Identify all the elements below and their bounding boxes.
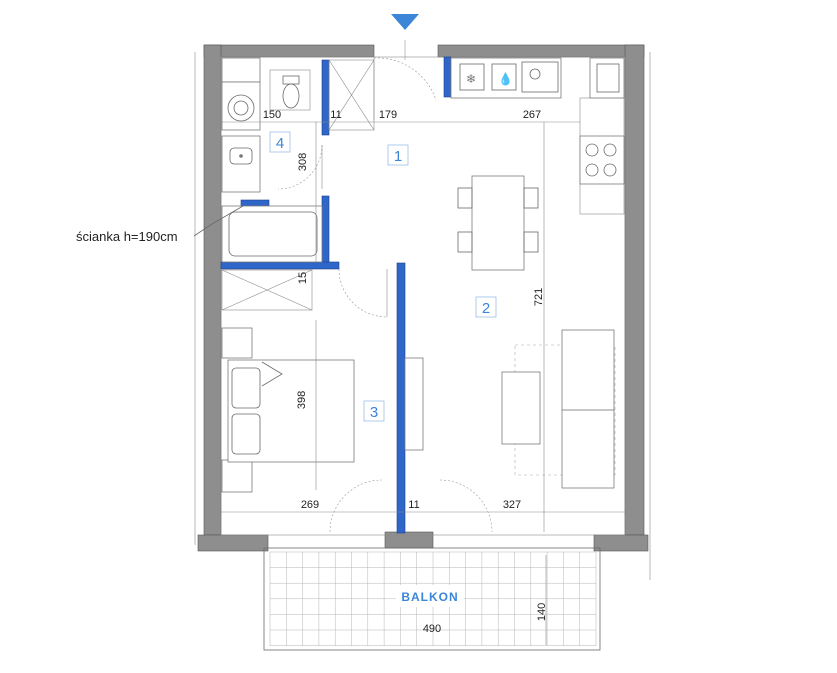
partition-kitchen	[443, 56, 452, 98]
entrance-door-swing	[373, 57, 437, 101]
dim-wall-b: 15	[297, 272, 309, 284]
dim-balcony-depth: 140	[536, 603, 548, 621]
chair-icon	[457, 187, 473, 209]
balcony-door-right-swing	[439, 479, 493, 533]
chair-icon	[457, 231, 473, 253]
dim-bedroom-width: 269	[301, 499, 319, 511]
burner-icon	[585, 143, 599, 157]
wall-bottom-left	[197, 534, 269, 552]
sofa	[561, 329, 615, 489]
dining-table	[471, 175, 525, 271]
dim-bath-width: 150	[263, 109, 281, 121]
inner-outline	[220, 56, 626, 536]
dim-living-height: 721	[533, 288, 545, 306]
closet-box	[221, 269, 313, 311]
room-number-1: 1	[394, 148, 402, 165]
sink-icon	[229, 147, 253, 165]
dimension-lines	[221, 121, 625, 645]
dining-set	[457, 175, 539, 271]
burner-icon	[585, 163, 599, 177]
dishwasher-icon	[491, 63, 517, 91]
pillow-icon	[231, 413, 261, 455]
chair-icon	[523, 231, 539, 253]
entrance-arrow-icon	[391, 14, 419, 30]
bed	[227, 359, 355, 463]
dim-wall-a: 11	[330, 109, 341, 121]
dim-balcony-width: 490	[423, 623, 441, 635]
partition-bath-bottom	[220, 261, 340, 270]
dim-bedroom-height: 398	[296, 391, 308, 409]
room-number-4: 4	[276, 135, 284, 152]
pillow-icon	[231, 367, 261, 409]
bathroom-door-swing	[277, 144, 323, 190]
washer-inner-icon	[233, 100, 249, 116]
note-leader-line	[193, 205, 244, 237]
wall-bottom-mid	[384, 531, 434, 549]
room-number-2: 2	[482, 300, 490, 317]
bathtub-inner-icon	[228, 211, 318, 257]
partition-bath-lower	[321, 195, 330, 269]
partition-bath-hall	[321, 59, 330, 136]
dim-bath-height: 308	[297, 153, 309, 171]
room-labels: 4 1 2 3	[269, 131, 497, 422]
partition-bedroom	[396, 262, 406, 534]
chair-icon	[523, 187, 539, 209]
note-text: ścianka h=190cm	[76, 229, 178, 244]
dim-living-width: 327	[503, 499, 521, 511]
doors	[277, 57, 493, 533]
nightstand-bottom	[221, 459, 253, 493]
shelf	[221, 57, 261, 83]
wall-top-left	[203, 44, 375, 58]
room-number-3: 3	[370, 404, 378, 421]
dim-hall-width: 179	[379, 109, 397, 121]
wall-left	[203, 44, 222, 536]
dim-kitchen-width: 267	[523, 109, 541, 121]
balcony-label: BALKON	[401, 590, 458, 604]
living-furniture	[404, 329, 616, 489]
washing-machine	[221, 81, 261, 131]
kitchen-counter	[450, 57, 562, 99]
tv-cabinet	[404, 357, 424, 451]
nightstand-top	[221, 327, 253, 359]
balcony-outline	[263, 547, 601, 651]
closet	[221, 269, 313, 311]
burner-icon	[603, 163, 617, 177]
glass-partition	[240, 199, 270, 207]
bedroom-furniture	[221, 327, 355, 493]
wall-right	[624, 44, 645, 536]
cooktop	[579, 135, 625, 185]
toilet-tank-icon	[282, 75, 300, 85]
balcony-door-left-swing	[329, 479, 383, 533]
bathroom-fixtures	[221, 57, 375, 263]
wall-top-right	[437, 44, 645, 58]
dimension-labels: 150 11 179 267 308 15 721 398 269 11 327	[263, 109, 545, 511]
kitchen-sink-icon	[521, 61, 559, 93]
sink-drain-icon	[239, 154, 243, 158]
toilet-area	[269, 69, 311, 111]
burner-icon	[603, 143, 617, 157]
washer-drum-icon	[227, 94, 255, 122]
kitchen: ❄ 💧	[450, 57, 625, 215]
sink-bowl-icon	[529, 68, 541, 80]
bathtub	[221, 205, 323, 263]
water-drop-icon: 💧	[498, 72, 513, 86]
bedroom-door-swing	[338, 268, 388, 318]
partition-note: ścianka h=190cm	[76, 205, 244, 244]
balcony: BALKON 490 140	[263, 547, 601, 651]
dim-wall-c: 11	[408, 499, 419, 511]
kitchen-shelf	[589, 57, 625, 99]
toilet-bowl-icon	[282, 83, 300, 109]
coffee-table	[501, 371, 541, 445]
wall-bottom-right	[593, 534, 649, 552]
snowflake-icon: ❄	[466, 72, 476, 86]
fridge-icon	[459, 63, 485, 91]
